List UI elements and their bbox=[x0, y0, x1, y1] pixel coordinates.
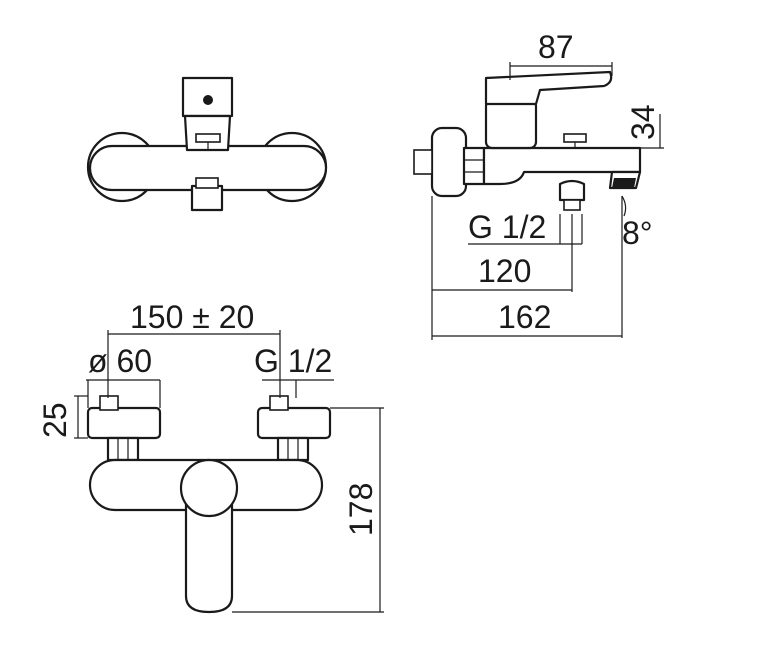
lever-front bbox=[184, 488, 234, 614]
cartridge-front bbox=[179, 458, 239, 518]
right-stem-front bbox=[269, 395, 289, 411]
left-stem-front bbox=[99, 395, 119, 411]
wall-flange-side bbox=[430, 126, 468, 198]
side-view bbox=[413, 62, 664, 340]
left-nut-front bbox=[106, 436, 140, 462]
right-flange-front bbox=[256, 406, 332, 440]
label-g12-front: G 1/2 bbox=[254, 343, 332, 379]
label-diameter: ø 60 bbox=[88, 343, 152, 379]
top-view bbox=[86, 76, 328, 212]
diverter-knob-side bbox=[563, 133, 587, 143]
label-25: 25 bbox=[37, 402, 73, 438]
front-view bbox=[74, 330, 384, 614]
cartridge-side bbox=[484, 98, 538, 150]
label-150: 150 ± 20 bbox=[130, 299, 254, 335]
label-120: 120 bbox=[478, 253, 531, 289]
label-178: 178 bbox=[343, 483, 379, 536]
shower-outlet-side bbox=[558, 179, 586, 202]
label-87: 87 bbox=[538, 29, 574, 65]
lever-side bbox=[484, 70, 613, 106]
diverter-knob-top bbox=[195, 133, 221, 143]
spout-ring-top bbox=[195, 177, 219, 189]
spout-aerator-side bbox=[612, 178, 636, 188]
shower-thread-side bbox=[563, 199, 581, 211]
label-34: 34 bbox=[625, 104, 661, 140]
nut-side bbox=[462, 146, 486, 186]
spout-outlet-top bbox=[190, 184, 224, 212]
left-flange-front bbox=[86, 406, 162, 440]
label-162: 162 bbox=[498, 299, 551, 335]
label-g12-side: G 1/2 bbox=[468, 209, 546, 245]
label-angle: 8° bbox=[622, 215, 653, 251]
lever-hole-top bbox=[203, 95, 213, 105]
body-side bbox=[482, 146, 642, 186]
right-nut-front bbox=[276, 436, 310, 462]
wall-pipe-side bbox=[413, 149, 433, 175]
angle-arc bbox=[621, 195, 627, 217]
